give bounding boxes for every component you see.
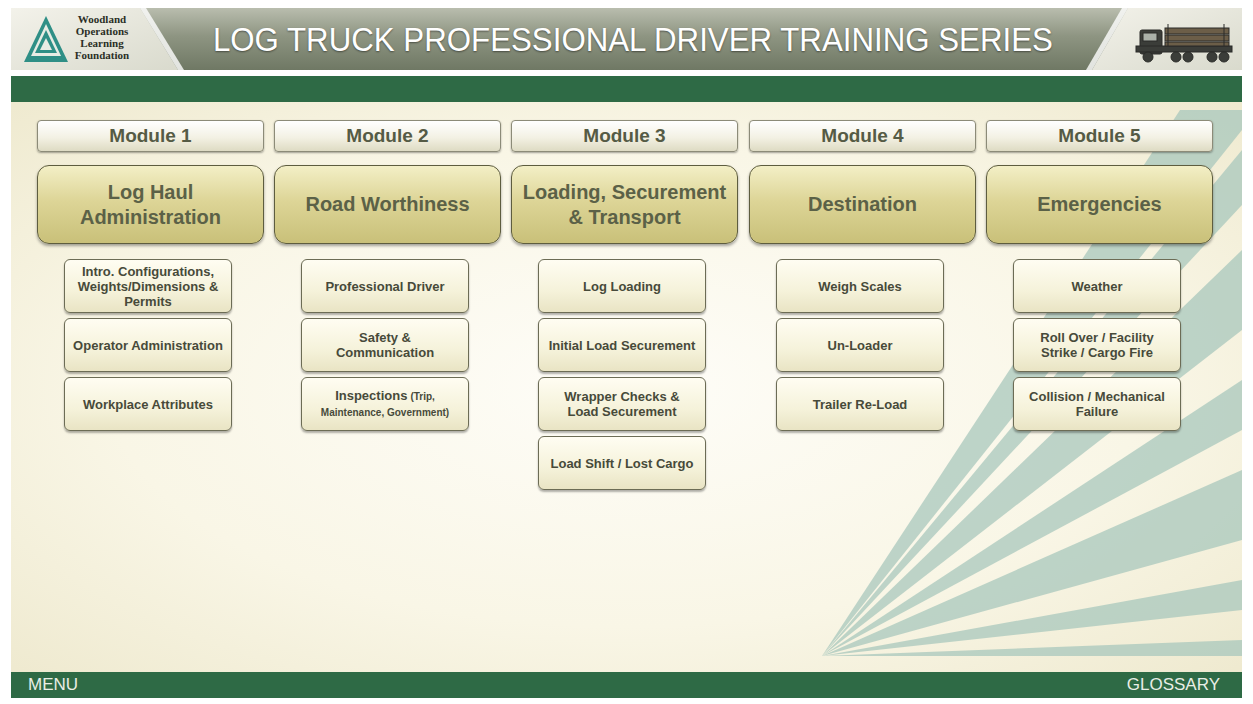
menu-link: MENU bbox=[28, 675, 148, 695]
text-wrap: Inspections(Trip, Maintenance, Governmen… bbox=[310, 388, 460, 420]
footer-bar bbox=[11, 672, 1242, 698]
node-text: Roll Over / Facility Strike / Cargo Fire bbox=[1040, 330, 1153, 360]
page-title: LOG TRUCK PROFESSIONAL DRIVER TRAINING S… bbox=[213, 20, 1053, 59]
text-wrap: Safety & Communication bbox=[310, 330, 460, 360]
node-text: Intro. Configurations, Weights/Dimension… bbox=[78, 264, 219, 309]
topic-button: Un-Loader bbox=[776, 318, 944, 372]
subheader-bar bbox=[11, 76, 1242, 102]
truck-panel bbox=[1092, 8, 1242, 70]
topic-button: Roll Over / Facility Strike / Cargo Fire bbox=[1013, 318, 1181, 372]
node-text: Trailer Re-Load bbox=[813, 397, 908, 412]
node-text: Workplace Attributes bbox=[83, 397, 213, 412]
module-tab: Module 5 bbox=[986, 120, 1213, 152]
glossary-link: GLOSSARY bbox=[1080, 675, 1220, 695]
module-tab: Module 1 bbox=[37, 120, 264, 152]
node-text: Initial Load Securement bbox=[549, 338, 696, 353]
module-tab: Module 2 bbox=[274, 120, 501, 152]
content-background bbox=[11, 102, 1242, 672]
logo-panel bbox=[11, 8, 178, 70]
node-text: Professional Driver bbox=[325, 279, 444, 294]
node-text: Module 5 bbox=[1058, 125, 1140, 146]
topic-button: Load Shift / Lost Cargo bbox=[538, 436, 706, 490]
topic-button: Operator Administration bbox=[64, 318, 232, 372]
module-title-box: Loading, Securement & Transport bbox=[511, 165, 738, 244]
text-wrap: Trailer Re-Load bbox=[785, 397, 935, 412]
text-wrap: Loading, Securement & Transport bbox=[520, 180, 729, 230]
node-text: Module 3 bbox=[583, 125, 665, 146]
topic-button: Workplace Attributes bbox=[64, 377, 232, 431]
header-band bbox=[11, 8, 1242, 70]
logo-pyramid bbox=[24, 16, 68, 62]
text-wrap: Module 5 bbox=[995, 125, 1204, 147]
text-wrap: Initial Load Securement bbox=[547, 338, 697, 353]
text-wrap: Weigh Scales bbox=[785, 279, 935, 294]
topic-button: Initial Load Securement bbox=[538, 318, 706, 372]
node-text: Log Haul Administration bbox=[80, 181, 221, 228]
node-text: Operator Administration bbox=[73, 338, 223, 353]
topic-button: Wrapper Checks & Load Securement bbox=[538, 377, 706, 431]
node-text: Log Loading bbox=[583, 279, 661, 294]
text-wrap: Weather bbox=[1022, 279, 1172, 294]
text-wrap: Module 2 bbox=[283, 125, 492, 147]
node-text: Emergencies bbox=[1037, 193, 1162, 215]
log-truck-illustration bbox=[1136, 24, 1232, 62]
topic-button: Log Loading bbox=[538, 259, 706, 313]
text-wrap: Intro. Configurations, Weights/Dimension… bbox=[73, 264, 223, 309]
module-tab: Module 3 bbox=[511, 120, 738, 152]
topic-button: Professional Driver bbox=[301, 259, 469, 313]
module-title-box: Road Worthiness bbox=[274, 165, 501, 244]
text-wrap: Emergencies bbox=[995, 192, 1204, 217]
node-text: Safety & Communication bbox=[336, 330, 434, 360]
text-wrap: Road Worthiness bbox=[283, 192, 492, 217]
topic-button: Safety & Communication bbox=[301, 318, 469, 372]
text-wrap: Collision / Mechanical Failure bbox=[1022, 389, 1172, 419]
node-text: Collision / Mechanical Failure bbox=[1029, 389, 1165, 419]
header-title-box: LOG TRUCK PROFESSIONAL DRIVER TRAINING S… bbox=[180, 12, 1085, 66]
node-text: Wrapper Checks & Load Securement bbox=[564, 389, 679, 419]
panel-divider bbox=[1086, 8, 1128, 70]
topic-button: Intro. Configurations, Weights/Dimension… bbox=[64, 259, 232, 313]
topic-button: Collision / Mechanical Failure bbox=[1013, 377, 1181, 431]
node-text: Module 4 bbox=[821, 125, 903, 146]
topic-button: Weigh Scales bbox=[776, 259, 944, 313]
node-text: Module 1 bbox=[109, 125, 191, 146]
node-text: Weather bbox=[1071, 279, 1122, 294]
panel-divider bbox=[140, 8, 184, 70]
module-title-box: Destination bbox=[749, 165, 976, 244]
node-text: Road Worthiness bbox=[305, 193, 469, 215]
text-wrap: Load Shift / Lost Cargo bbox=[547, 456, 697, 471]
logo-text: Woodland Operations Learning Foundation bbox=[60, 13, 144, 61]
module-title-box: Log Haul Administration bbox=[37, 165, 264, 244]
text-wrap: Workplace Attributes bbox=[73, 397, 223, 412]
node-text: Loading, Securement & Transport bbox=[523, 181, 726, 228]
text-wrap: Log Loading bbox=[547, 279, 697, 294]
text-wrap: Destination bbox=[758, 192, 967, 217]
node-text: Destination bbox=[808, 193, 917, 215]
node-text: Module 2 bbox=[346, 125, 428, 146]
topic-button: Weather bbox=[1013, 259, 1181, 313]
text-wrap: Wrapper Checks & Load Securement bbox=[547, 389, 697, 419]
text-wrap: Roll Over / Facility Strike / Cargo Fire bbox=[1022, 330, 1172, 360]
topic-button: Trailer Re-Load bbox=[776, 377, 944, 431]
text-wrap: Un-Loader bbox=[785, 338, 935, 353]
module-tab: Module 4 bbox=[749, 120, 976, 152]
node-text: Load Shift / Lost Cargo bbox=[551, 456, 694, 471]
text-wrap: Professional Driver bbox=[310, 279, 460, 294]
text-wrap: Operator Administration bbox=[73, 338, 223, 353]
text-wrap: Log Haul Administration bbox=[46, 180, 255, 230]
node-text: Inspections bbox=[335, 388, 407, 403]
text-wrap: Module 3 bbox=[520, 125, 729, 147]
topic-button: Inspections(Trip, Maintenance, Governmen… bbox=[301, 377, 469, 431]
module-title-box: Emergencies bbox=[986, 165, 1213, 244]
text-wrap: Module 1 bbox=[46, 125, 255, 147]
node-text: Un-Loader bbox=[828, 338, 893, 353]
text-wrap: Module 4 bbox=[758, 125, 967, 147]
node-text: Weigh Scales bbox=[818, 279, 902, 294]
